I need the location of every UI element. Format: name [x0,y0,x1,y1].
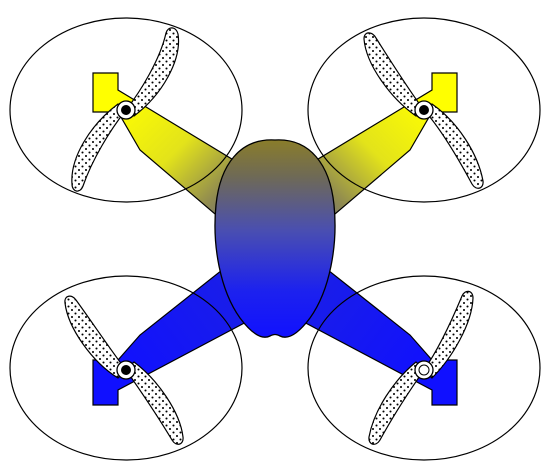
blade [125,27,180,117]
drone-body [214,139,336,338]
propeller-rear-right [368,290,474,445]
rotor-disc-rear-left [9,275,243,461]
blade [423,290,474,379]
blade [423,103,484,189]
propeller-front-left [71,27,180,192]
propeller-front-right [363,32,484,189]
blade [71,103,127,192]
rotor-disc-rear-right [307,275,541,461]
rotor-disc-front-right [307,17,541,203]
hub-center [419,105,429,115]
blade [363,32,425,117]
blade [64,295,127,379]
blade [368,361,425,445]
hub-center [121,105,131,115]
blade [125,361,184,445]
rotor-disc-front-left [9,17,243,203]
hub-center [121,365,131,375]
propeller-rear-left [64,295,184,445]
hub-center [418,364,430,376]
